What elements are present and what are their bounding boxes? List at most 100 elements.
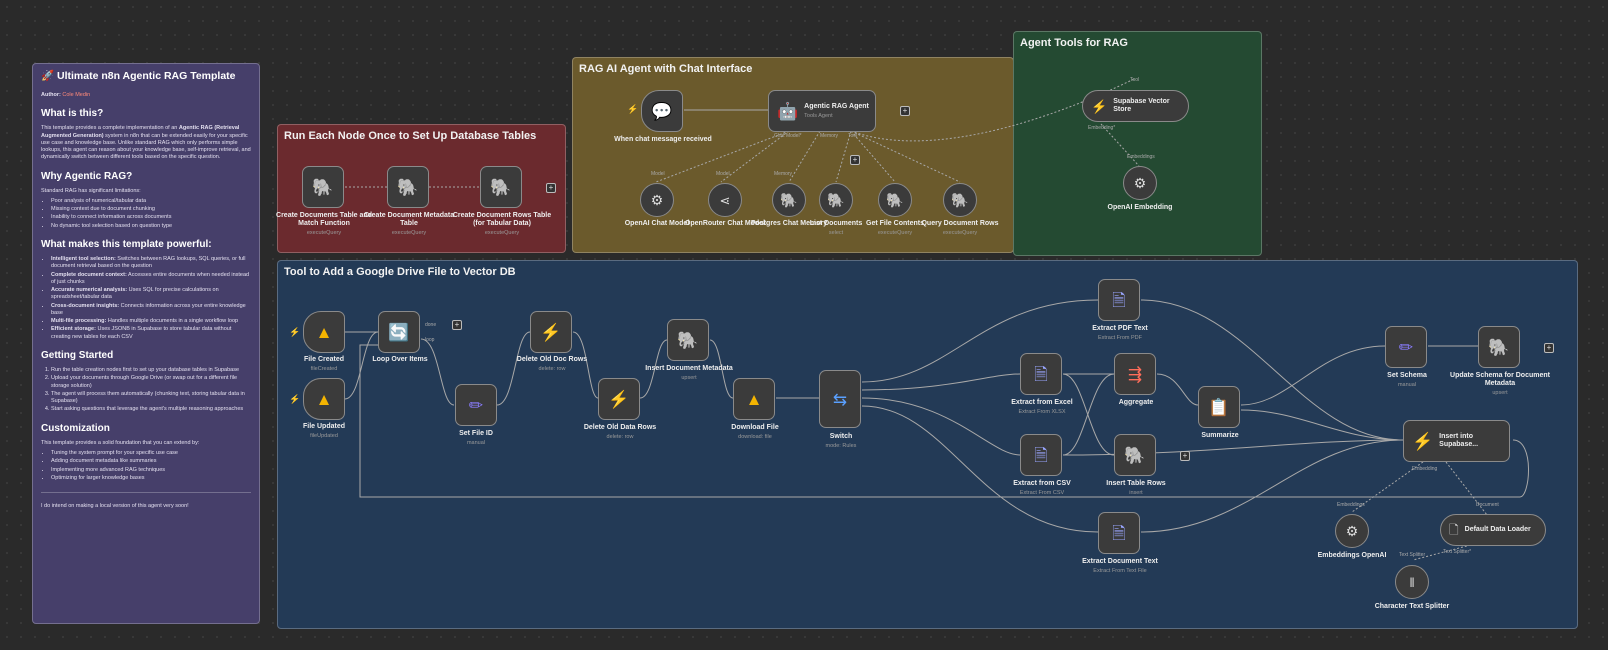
insert-into-supabase-label: Insert into Supabase... — [1439, 432, 1479, 448]
extract-pdf-text-node[interactable]: 🗎 — [1098, 279, 1140, 321]
loop-done-add-button[interactable]: + — [452, 320, 462, 330]
embeddings-port-label: Embeddings — [1337, 502, 1365, 508]
supabase-icon: ⚡ — [608, 389, 630, 409]
postgres-icon: 🐘 — [780, 192, 798, 208]
postgres-icon: 🐘 — [397, 177, 419, 197]
summarize-node[interactable]: 📋 — [1198, 386, 1240, 428]
supabase-vector-store-node[interactable]: ⚡ Supabase Vector Store — [1082, 90, 1189, 122]
query-document-rows-node[interactable]: 🐘 — [943, 183, 977, 217]
postgres-icon: 🐘 — [951, 192, 969, 208]
chat-trigger-node[interactable]: 💬 — [641, 90, 683, 132]
character-text-splitter-label: Character Text Splitter — [1374, 603, 1450, 610]
add-node-button[interactable]: + — [546, 183, 556, 193]
chat-trigger-label: When chat message received — [614, 136, 712, 143]
clipboard-icon: 📋 — [1208, 397, 1230, 417]
custom-intro: This template provides a solid foundatio… — [41, 439, 200, 446]
loop-over-items-node[interactable]: 🔄 — [378, 311, 420, 353]
create-documents-table-node[interactable]: 🐘 — [302, 166, 344, 208]
aggregate-node[interactable]: ⇶ — [1114, 353, 1156, 395]
trigger-bolt-icon: ⚡ — [289, 394, 301, 404]
list-documents-node[interactable]: 🐘 — [819, 183, 853, 217]
memory-port: Memory — [820, 133, 839, 139]
template-description-note[interactable]: 🚀 Ultimate n8n Agentic RAG Template Auth… — [32, 63, 260, 624]
tools-sticky[interactable]: Agent Tools for RAG — [1013, 31, 1262, 256]
embeddings-openai-node[interactable]: ⚙ — [1335, 514, 1369, 548]
openai-icon: ⚙ — [650, 192, 664, 208]
set-schema-node[interactable]: ✏ — [1385, 326, 1427, 368]
chat-model-port: Chat Model* — [774, 133, 802, 139]
switch-icon: ⇆ — [832, 389, 848, 409]
get-file-contents-node[interactable]: 🐘 — [878, 183, 912, 217]
update-schema-node[interactable]: 🐘 — [1478, 326, 1520, 368]
update-schema-add-button[interactable]: + — [1544, 343, 1554, 353]
file-created-trigger-node[interactable]: ▲ — [303, 311, 345, 353]
download-file-node[interactable]: ▲ — [733, 378, 775, 420]
create-metadata-table-node[interactable]: 🐘 — [387, 166, 429, 208]
pencil-icon: ✏ — [468, 395, 484, 415]
delete-old-doc-rows-node[interactable]: ⚡ — [530, 311, 572, 353]
extract-document-text-node[interactable]: 🗎 — [1098, 512, 1140, 554]
character-text-splitter-node[interactable]: ‖ — [1395, 565, 1429, 599]
extract-file-icon: 🗎 — [1112, 290, 1126, 310]
openai-chat-model-node[interactable]: ⚙ — [640, 183, 674, 217]
openai-embedding-node[interactable]: ⚙ — [1123, 166, 1157, 200]
agent-sticky-title: RAG AI Agent with Chat Interface — [579, 63, 753, 75]
document-port-label: Document — [1476, 502, 1499, 508]
openai-chat-model-label: OpenAI Chat Model — [624, 220, 690, 227]
insert-document-metadata-node[interactable]: 🐘 — [667, 319, 709, 361]
switch-node[interactable]: ⇆ — [819, 370, 861, 428]
default-data-loader-node[interactable]: 🗋 Default Data Loader — [1440, 514, 1546, 546]
drive-sticky[interactable]: Tool to Add a Google Drive File to Vecto… — [277, 260, 1578, 629]
insert-table-rows-node[interactable]: 🐘 — [1114, 434, 1156, 476]
started-heading: Getting Started — [41, 349, 114, 361]
custom-heading: Customization — [41, 422, 110, 434]
model-port-label: Model — [651, 171, 665, 177]
google-drive-icon: ▲ — [315, 389, 333, 409]
extract-from-csv-node[interactable]: 🗎 — [1020, 434, 1062, 476]
embeddings-port-label: Embeddings — [1127, 154, 1155, 160]
insert-into-supabase-node[interactable]: ⚡ Insert into Supabase... — [1403, 420, 1510, 462]
splitter-icon: ‖ — [1409, 574, 1415, 590]
default-data-loader-label: Default Data Loader — [1464, 525, 1531, 533]
agent-add-output-button[interactable]: + — [900, 106, 910, 116]
postgres-icon: 🐘 — [312, 177, 334, 197]
note-footer: I do intend on making a local version of… — [41, 503, 189, 510]
supabase-vector-store-label: Supabase Vector Store — [1113, 97, 1170, 113]
started-list: Run the table creation nodes first to se… — [41, 367, 251, 414]
postgres-chat-memory-node[interactable]: 🐘 — [772, 183, 806, 217]
tool-port-label: Tool — [1130, 77, 1140, 83]
embedding-port-label: Embedding* — [1088, 125, 1116, 131]
openai-embedding-label: OpenAI Embedding — [1107, 204, 1173, 211]
file-updated-trigger-node[interactable]: ▲ — [303, 378, 345, 420]
what-heading: What is this? — [41, 108, 104, 120]
postgres-chat-memory-label: Postgres Chat Memory — [750, 220, 828, 227]
supabase-icon: ⚡ — [1412, 431, 1434, 451]
delete-old-data-rows-node[interactable]: ⚡ — [598, 378, 640, 420]
create-documents-table-label: Create Documents Table and Match Functio… — [276, 212, 372, 237]
trigger-bolt-icon: ⚡ — [627, 104, 639, 114]
postgres-icon: 🐘 — [677, 330, 699, 350]
memory-port-label: Memory — [774, 171, 793, 177]
agent-sticky[interactable]: RAG AI Agent with Chat Interface — [572, 57, 1014, 253]
openrouter-chat-model-node[interactable]: ⋖ — [708, 183, 742, 217]
set-file-id-node[interactable]: ✏ — [455, 384, 497, 426]
extract-from-excel-node[interactable]: 🗎 — [1020, 353, 1062, 395]
insert-rows-add-button[interactable]: + — [1180, 451, 1190, 461]
create-rows-table-node[interactable]: 🐘 — [480, 166, 522, 208]
why-heading: Why Agentic RAG? — [41, 170, 133, 182]
add-tool-button[interactable]: + — [850, 155, 860, 165]
done-port-label: done — [425, 322, 437, 328]
create-rows-table-label: Create Document Rows Table (for Tabular … — [452, 212, 552, 237]
